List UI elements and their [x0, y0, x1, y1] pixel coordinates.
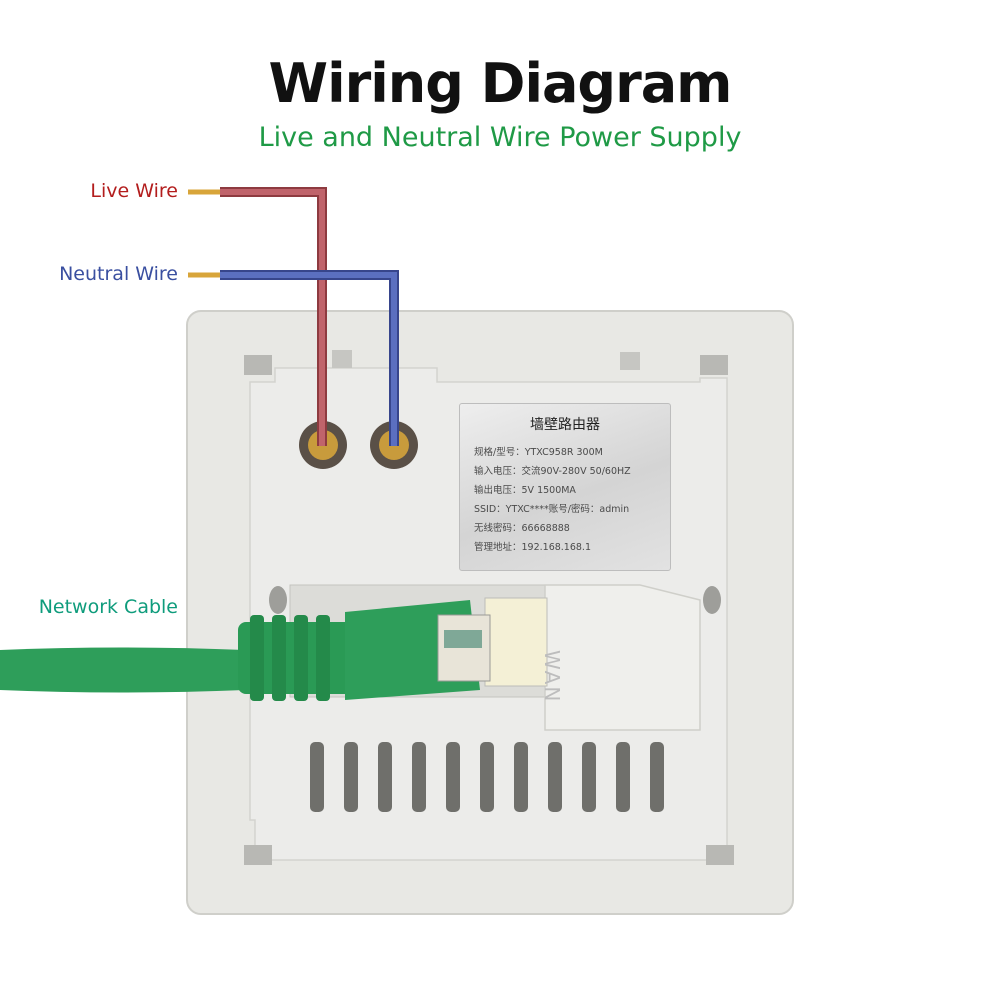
page-subtitle: Live and Neutral Wire Power Supply — [258, 122, 742, 153]
network-cable — [0, 600, 491, 701]
device-spec-line: 规格/型号：YTXC958R 300M — [474, 447, 603, 458]
device-spec-line: 管理地址：192.168.168.1 — [474, 542, 592, 553]
router-back-plate — [186, 310, 794, 915]
wan-port-label: WAN — [540, 650, 564, 704]
vent-slots — [310, 742, 664, 812]
device-spec-label: 墙壁路由器 规格/型号：YTXC958R 300M 输入电压：交流90V-280… — [459, 403, 671, 571]
device-spec-line: 输入电压：交流90V-280V 50/60HZ — [474, 466, 631, 477]
neutral-wire — [188, 270, 399, 446]
neutral-wire-label: Neutral Wire — [59, 263, 178, 285]
network-cable-label: Network Cable — [38, 596, 178, 618]
page-title: Wiring Diagram — [268, 52, 733, 115]
device-spec-line: 无线密码：66668888 — [474, 523, 570, 534]
live-wire-label: Live Wire — [90, 180, 178, 202]
device-spec-title: 墙壁路由器 — [530, 417, 600, 433]
device-spec-line: 输出电压：5V 1500MA — [474, 485, 576, 496]
live-wire — [188, 187, 327, 446]
device-spec-line: SSID：YTXC****账号/密码：admin — [474, 504, 630, 515]
